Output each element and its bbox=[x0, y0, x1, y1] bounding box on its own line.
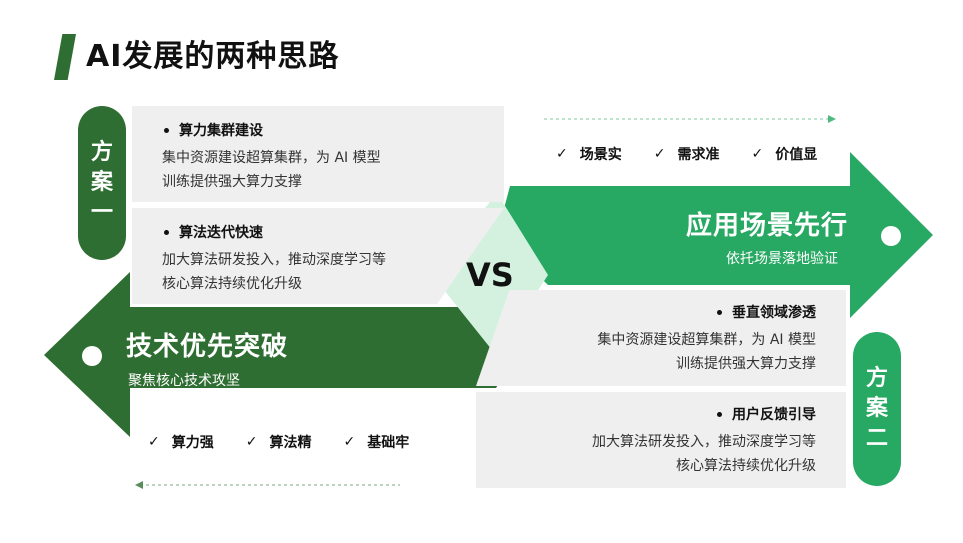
bullet-icon bbox=[164, 229, 169, 235]
plan-one-badge-char: 一 bbox=[90, 200, 113, 225]
plan-one-card-2-heading: 算法迭代快速 bbox=[164, 222, 263, 242]
check-icon: ✓ bbox=[245, 434, 258, 450]
plan-two-card-2-body: 加大算法研发投入，推动深度学习等 核心算法持续优化升级 bbox=[592, 430, 816, 478]
plan-two-card-2-line: 核心算法持续优化升级 bbox=[676, 458, 816, 474]
plan-one-card-1-line: 集中资源建设超算集群，为 AI 模型 bbox=[162, 150, 381, 166]
bullet-icon bbox=[717, 309, 722, 315]
plan-two-arrow-shape bbox=[497, 152, 933, 318]
page-title: AI发展的两种思路 bbox=[86, 39, 340, 74]
check-icon: ✓ bbox=[653, 146, 666, 162]
plan-one-tag-label: 算力强 bbox=[171, 435, 214, 451]
plan-one-card-1-heading: 算力集群建设 bbox=[164, 120, 263, 140]
plan-one-tag: ✓ 算法精 bbox=[246, 432, 312, 452]
plan-two-card-2: 用户反馈引导 加大算法研发投入，推动深度学习等 核心算法持续优化升级 bbox=[476, 392, 846, 488]
plan-two-badge-char: 案 bbox=[865, 396, 888, 421]
plan-two-card-2-line: 加大算法研发投入，推动深度学习等 bbox=[592, 434, 816, 450]
plan-one-badge: 方 案 一 bbox=[78, 106, 126, 260]
plan-one-arrow-title: 技术优先突破 bbox=[126, 332, 289, 362]
plan-two-arrow-subtitle: 依托场景落地验证 bbox=[726, 251, 838, 267]
plan-two-arrow-title: 应用场景先行 bbox=[686, 211, 849, 241]
plan-one-badge-char: 方 bbox=[90, 140, 113, 165]
plan-one-arrow-dot bbox=[82, 346, 102, 366]
plan-two-card-1-line: 集中资源建设超算集群，为 AI 模型 bbox=[597, 332, 816, 348]
check-icon: ✓ bbox=[751, 146, 764, 162]
plan-two-card-1-heading-text: 垂直领域渗透 bbox=[732, 305, 816, 321]
plan-one-tag: ✓ 算力强 bbox=[148, 432, 214, 452]
plan-two-tag: ✓ 场景实 bbox=[556, 144, 622, 164]
plan-one-card-1-line: 训练提供强大算力支撑 bbox=[162, 174, 302, 190]
plan-two-arrow-dot bbox=[881, 226, 901, 246]
plan-one-card-1-body: 集中资源建设超算集群，为 AI 模型 训练提供强大算力支撑 bbox=[162, 146, 381, 194]
plan-one-arrow-shape bbox=[44, 272, 548, 437]
plan-two-tags: ✓ 场景实 ✓ 需求准 ✓ 价值显 bbox=[556, 144, 817, 164]
bullet-icon bbox=[164, 127, 169, 133]
plan-one-card-2-line: 加大算法研发投入，推动深度学习等 bbox=[162, 252, 386, 268]
plan-two-badge: 方 案 二 bbox=[853, 332, 901, 486]
plan-two-tag: ✓ 价值显 bbox=[751, 144, 817, 164]
plan-two-card-2-heading-text: 用户反馈引导 bbox=[732, 407, 816, 423]
plan-one-card-2-heading-text: 算法迭代快速 bbox=[179, 225, 263, 241]
plan-two-tag-label: 价值显 bbox=[775, 147, 818, 163]
bullet-icon bbox=[717, 411, 722, 417]
plan-one-tag-label: 算法精 bbox=[269, 435, 312, 451]
plan-one-tags: ✓ 算力强 ✓ 算法精 ✓ 基础牢 bbox=[148, 432, 409, 452]
plan-one-card-2-body: 加大算法研发投入，推动深度学习等 核心算法持续优化升级 bbox=[162, 248, 386, 296]
plan-two-card-1-line: 训练提供强大算力支撑 bbox=[676, 356, 816, 372]
plan-two-card-2-heading: 用户反馈引导 bbox=[717, 404, 816, 424]
plan-one-tag-label: 基础牢 bbox=[367, 435, 410, 451]
plan-two-card-1: 垂直领域渗透 集中资源建设超算集群，为 AI 模型 训练提供强大算力支撑 bbox=[476, 290, 846, 386]
check-icon: ✓ bbox=[148, 434, 160, 450]
vs-label: VS bbox=[466, 256, 514, 294]
bottom-dashed-line-arrowhead bbox=[135, 481, 143, 489]
check-icon: ✓ bbox=[556, 146, 568, 162]
plan-one-card-2: 算法迭代快速 加大算法研发投入，推动深度学习等 核心算法持续优化升级 bbox=[132, 208, 504, 304]
plan-two-tag-label: 需求准 bbox=[677, 147, 720, 163]
plan-one-card-1-heading-text: 算力集群建设 bbox=[179, 123, 263, 139]
plan-one-card-1: 算力集群建设 集中资源建设超算集群，为 AI 模型 训练提供强大算力支撑 bbox=[132, 106, 504, 202]
plan-two-badge-char: 方 bbox=[865, 366, 888, 391]
plan-one-tag: ✓ 基础牢 bbox=[343, 432, 409, 452]
plan-two-card-1-body: 集中资源建设超算集群，为 AI 模型 训练提供强大算力支撑 bbox=[597, 328, 816, 376]
plan-two-card-1-heading: 垂直领域渗透 bbox=[717, 302, 816, 322]
plan-two-tag: ✓ 需求准 bbox=[654, 144, 720, 164]
top-dashed-line-arrowhead bbox=[828, 115, 836, 123]
check-icon: ✓ bbox=[343, 434, 356, 450]
plan-one-arrow-subtitle: 聚焦核心技术攻坚 bbox=[128, 373, 240, 389]
plan-two-badge-char: 二 bbox=[865, 426, 888, 451]
plan-one-card-2-line: 核心算法持续优化升级 bbox=[162, 276, 302, 292]
plan-two-tag-label: 场景实 bbox=[579, 147, 622, 163]
plan-one-badge-char: 案 bbox=[90, 170, 113, 195]
